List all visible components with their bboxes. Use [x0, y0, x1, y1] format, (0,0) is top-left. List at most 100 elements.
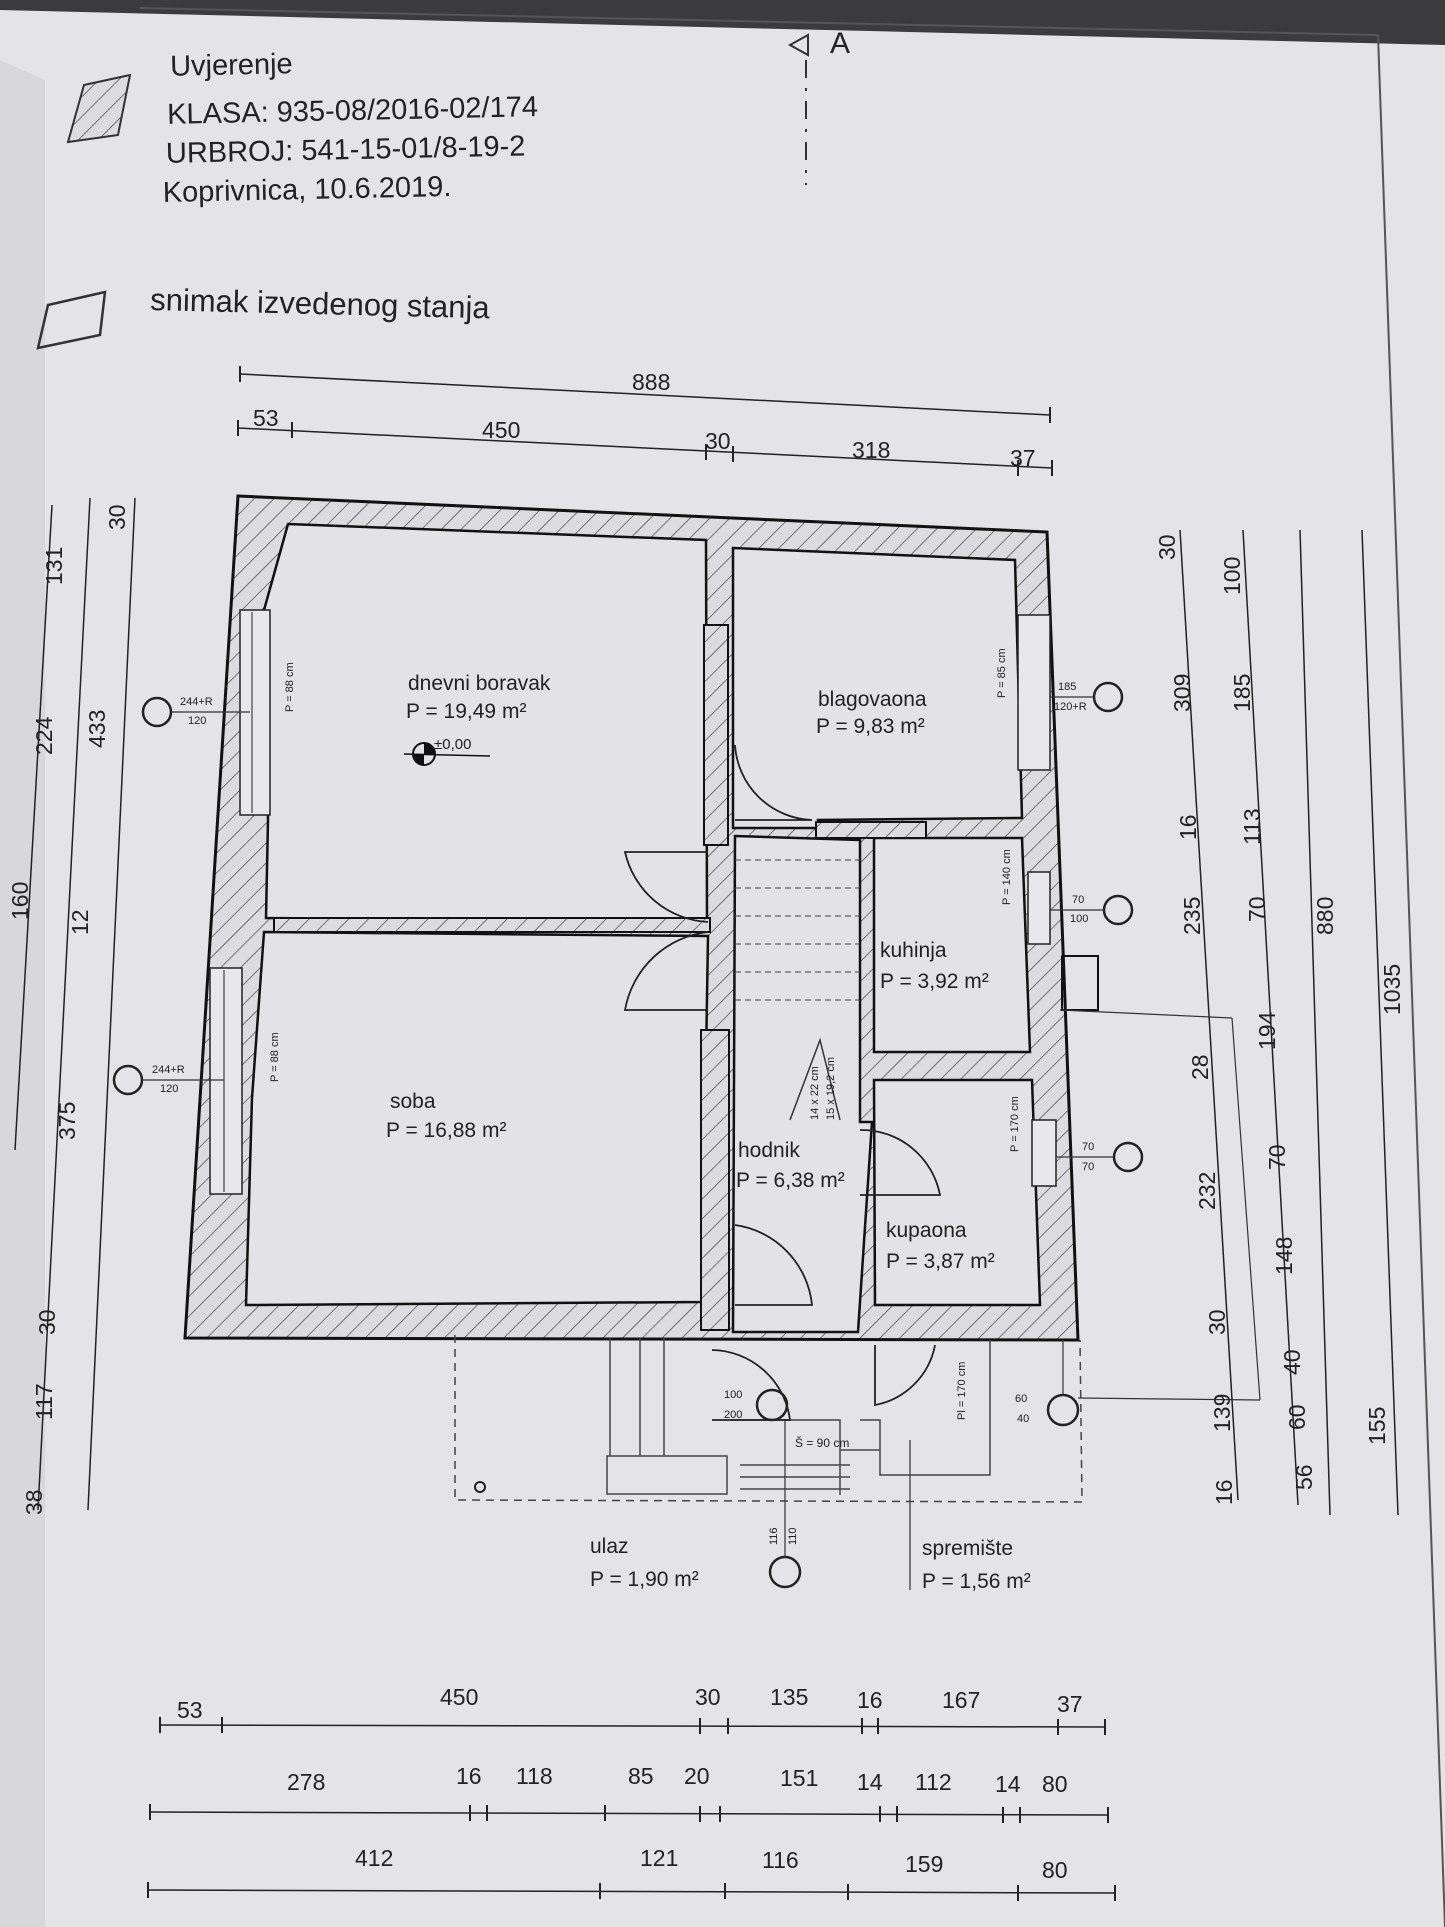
room-soba [244, 930, 710, 1307]
dim-right-b-4: 194 [1254, 1011, 1280, 1050]
dim-right-a-6: 30 [1204, 1309, 1230, 1335]
porch-outline [454, 1335, 1083, 1503]
room-name-blagovaona: blagovaona [818, 688, 927, 711]
room-area-kupaona: P = 3,87 m² [886, 1250, 995, 1273]
dim-bottom2-5: 151 [780, 1765, 818, 1791]
chimney [1061, 955, 1099, 1011]
room-labels: dnevni boravak P = 19,49 m² blagovaona P… [386, 672, 1031, 1593]
wall-stub-3 [815, 821, 927, 839]
dim-right-a-7: 139 [1209, 1394, 1235, 1432]
dim-right-b-5: 70 [1264, 1144, 1290, 1170]
room-area-dnevni-boravak: P = 19,49 m² [406, 700, 526, 723]
room-hodnik [731, 834, 874, 1334]
level-mark-label: ±0,00 [434, 736, 471, 753]
dim-right-b-3: 70 [1244, 896, 1270, 922]
door-swing-soba [623, 931, 709, 1011]
dim-left-mid-3: 117 [31, 1383, 57, 1420]
room-name-spremiste: spremište [922, 1537, 1013, 1560]
dim-right-b-0: 100 [1219, 557, 1245, 595]
door-swing-hodnik [734, 1224, 813, 1306]
dim-top-3: 318 [852, 437, 890, 463]
dim-top-overall: 888 [632, 369, 670, 395]
window-tag-1-bottom: 120+R [1054, 701, 1087, 713]
page-border-top [139, 7, 1379, 36]
dim-bottom1-6: 37 [1057, 1691, 1083, 1717]
window-tag-leaders [142, 696, 1261, 1590]
room-name-hodnik: hodnik [738, 1139, 800, 1162]
window-tag-7-bottom: 110 [787, 1527, 799, 1545]
stair-flight [735, 859, 860, 1001]
room-dnevni-boravak [262, 522, 709, 924]
dim-right-a-5: 232 [1194, 1172, 1220, 1210]
dim-left-mid-4: 38 [21, 1489, 47, 1515]
dim-bottom2-0: 278 [287, 1769, 325, 1795]
entrance-width-note: Š = 90 cm [795, 1435, 849, 1450]
dim-right-a-2: 16 [1175, 814, 1201, 840]
dim-bottom3-0: 412 [355, 1845, 393, 1871]
dim-right-a-8: 16 [1211, 1479, 1237, 1505]
section-arrow-icon [787, 33, 809, 57]
dim-bottom2-4: 20 [684, 1763, 710, 1789]
room-kupaona [872, 1078, 1042, 1307]
window-tag-6-top: 100 [724, 1389, 742, 1401]
level-marker-icon [403, 742, 491, 766]
parapet-2: P = 140 cm [1001, 849, 1013, 905]
parapet-notes: P = 88 cm P = 85 cm P = 140 cm P = 88 cm… [269, 648, 1021, 1420]
window-right-upper [1017, 614, 1051, 771]
dimension-lines [14, 373, 1399, 1894]
dim-right-d-1: 155 [1364, 1407, 1390, 1445]
room-name-dnevni-boravak: dnevni boravak [408, 672, 551, 695]
dim-bottom3-1: 121 [640, 1845, 678, 1871]
parapet-0: P = 88 cm [284, 662, 296, 712]
stamp-box-certificate [66, 73, 132, 144]
door-swing-boravak [623, 851, 709, 923]
dim-right-b-7: 40 [1279, 1349, 1305, 1375]
window-tag-3-top: 244+R [152, 1064, 185, 1076]
dim-right-a-1: 309 [1169, 674, 1195, 712]
wall-stub-2 [700, 1029, 730, 1331]
window-tag-4-top: 70 [1082, 1141, 1094, 1153]
dim-bottom2-6: 14 [857, 1769, 883, 1795]
window-right-bath [1031, 1119, 1057, 1187]
downpipe-marker [474, 1481, 486, 1493]
dim-bottom1-0: 53 [177, 1697, 203, 1723]
room-name-kuhinja: kuhinja [880, 939, 947, 962]
parapet-5: Pl = 170 cm [956, 1362, 968, 1420]
door-swing-ulaz [711, 1349, 792, 1421]
window-tag-7-top: 116 [768, 1527, 780, 1545]
drawing-subtitle: snimak izvedenog stanja [150, 282, 491, 325]
dim-bottom1-1: 450 [440, 1684, 478, 1710]
door-swing-spremiste [874, 1344, 936, 1407]
room-area-hodnik: P = 6,38 m² [736, 1169, 845, 1192]
dim-left-inner-2: 30 [34, 1309, 60, 1335]
wall-stub-1 [703, 624, 729, 846]
dim-bottom1-3: 135 [770, 1684, 808, 1710]
dim-right-b-1: 185 [1229, 674, 1255, 712]
room-name-soba: soba [390, 1090, 436, 1113]
window-tag-2-bottom: 100 [1070, 913, 1088, 925]
dim-left-mid-2: 375 [54, 1102, 80, 1140]
section-mark-label: A [830, 27, 850, 60]
dim-right-a-0: 30 [1154, 534, 1180, 560]
dim-bottom3-4: 80 [1042, 1857, 1068, 1883]
window-tag-5-bottom: 40 [1017, 1413, 1029, 1425]
dim-right-b-8: 60 [1284, 1404, 1310, 1430]
dim-bottom2-9: 80 [1042, 1771, 1068, 1797]
certificate-place-date: Koprivnica, 10.6.2019. [162, 171, 451, 209]
window-tag-4-bottom: 70 [1082, 1161, 1094, 1173]
room-area-spremiste: P = 1,56 m² [922, 1570, 1031, 1593]
dim-left-outer-0: 224 [31, 716, 57, 755]
dim-right-b-6: 148 [1271, 1237, 1297, 1275]
certificate-klasa: KLASA: 935-08/2016-02/174 [167, 91, 538, 131]
dim-left-inner-1: 131 [41, 547, 67, 585]
window-tag-3-bottom: 120 [160, 1083, 178, 1095]
dim-left-outer-1: 160 [7, 882, 33, 920]
dim-right-b-2: 113 [1239, 808, 1265, 845]
certificate-title: Uvjerenje [170, 48, 293, 83]
room-area-kuhinja: P = 3,92 m² [880, 970, 989, 993]
dim-top-0: 53 [253, 405, 279, 431]
stamp-box-subtitle [36, 290, 107, 350]
left-dimension-texts: 224 160 433 12 375 117 38 30 131 30 [7, 504, 130, 1515]
dim-left-mid-0: 433 [84, 710, 110, 748]
